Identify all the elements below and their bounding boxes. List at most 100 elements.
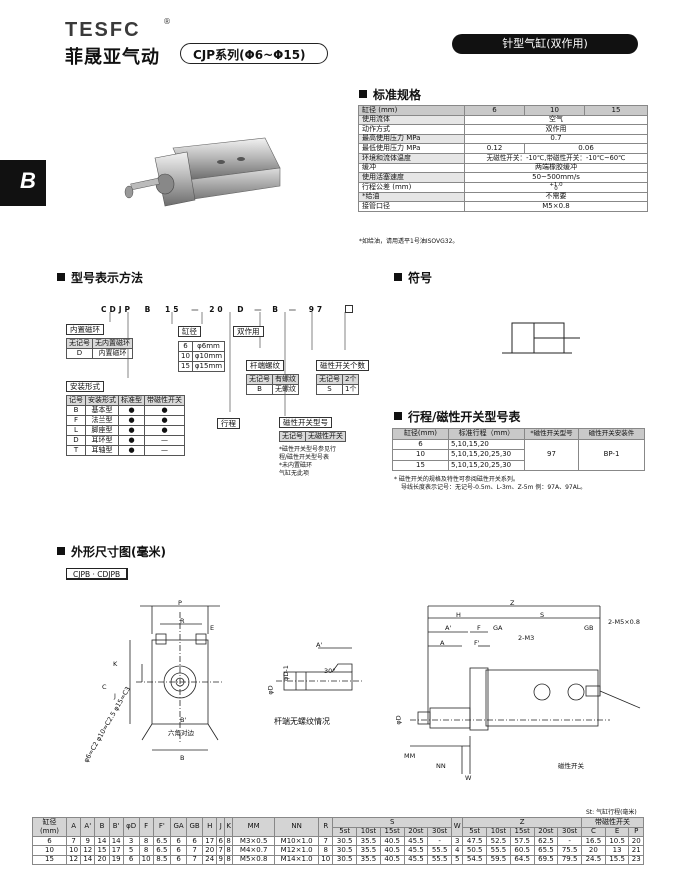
dimension-cell: 30.5: [332, 835, 358, 847]
spec-header-6: 6: [464, 105, 525, 116]
series-label: CJP系列(Φ6~Φ15): [180, 43, 328, 64]
rod-label-d1: φD-1: [281, 665, 290, 681]
side-view-drawing: [410, 605, 641, 774]
dimension-cell: 24: [202, 854, 218, 866]
dimension-cell: 21: [628, 845, 644, 856]
dimension-cell: 60.5: [509, 845, 535, 856]
dimension-cell: 20: [628, 835, 644, 847]
spec-key: 动作方式: [358, 124, 465, 135]
spec-key: 最高使用压力 MPa: [358, 133, 465, 145]
spec-header-bore: 缸径 (mm): [358, 105, 465, 116]
symbol-heading: 符号: [394, 269, 432, 286]
dimension-cell: M5×0.8: [232, 854, 276, 866]
dim-label-c: C: [102, 683, 107, 691]
dimension-cell: 20: [202, 845, 218, 856]
dimension-cell: 7: [186, 845, 204, 856]
dimension-cell: 6: [170, 845, 188, 856]
spec-key: 使用流体: [358, 114, 465, 126]
dimension-cell: 24.5: [581, 854, 606, 866]
dimension-cell: 14: [80, 854, 96, 866]
dimension-cell: 15: [32, 854, 67, 866]
stroke-heading: 行程/磁性开关型号表: [394, 408, 520, 425]
dimension-cell: -: [557, 835, 583, 847]
side-label-f-prime: F': [474, 639, 480, 647]
spec-value: 空气: [464, 114, 648, 126]
spec-heading: 标准规格: [359, 86, 421, 103]
spec-key: 环境和流体温度: [358, 152, 465, 164]
dimension-cell: M3×0.5: [232, 835, 276, 847]
dimension-cell: 52.5: [486, 835, 511, 847]
dimension-cell: 8: [318, 845, 334, 856]
model-code: CDJP B 15 — 20 D — B — 97: [101, 305, 353, 314]
side-label-gb: GB: [584, 624, 594, 632]
switch-model-table: 无记号无磁性开关: [279, 431, 346, 442]
rod-caption: 杆端无螺纹情况: [274, 717, 330, 726]
dimension-cell: 75.5: [557, 845, 583, 856]
dimension-cell: 15: [94, 845, 110, 856]
dimension-cell: 55.5: [427, 854, 453, 866]
dimension-cell: 12: [80, 845, 96, 856]
dimension-cell: 17: [108, 845, 124, 856]
dimension-cell: 69.5: [533, 854, 559, 866]
stroke-label: 行程: [217, 418, 240, 429]
dimension-cell: 55.5: [427, 845, 453, 856]
dimension-cell: 8: [224, 854, 234, 866]
spec-key: 缓冲: [358, 162, 465, 174]
side-label-2m3: 2-M3: [518, 634, 535, 642]
dimension-cell: 65.5: [533, 845, 559, 856]
dimension-cell: 10: [138, 854, 154, 866]
spec-value: M5×0.8: [464, 201, 648, 212]
dimension-cell: 40.5: [379, 845, 405, 856]
switch-model-notes: *磁性开关型号参见行程/磁性开关型号表*未内置磁环气缸无此项: [279, 446, 337, 477]
dimension-cell: 6: [216, 835, 226, 847]
dim-label-b-prime: B': [180, 716, 187, 724]
product-title: 针型气缸(双作用): [452, 34, 638, 54]
dimension-cell: 20: [94, 854, 110, 866]
dimension-cell: 10: [32, 845, 67, 856]
dimension-cell: 20: [581, 845, 606, 856]
spec-footnote: *如给油，请用透平1号油ISOVG32。: [359, 238, 459, 245]
dimension-cell: 30.5: [332, 854, 358, 866]
dimension-cell: 10: [318, 854, 334, 866]
spec-value: 无磁性开关：-10℃,带磁性开关：-10℃~60℃: [464, 152, 648, 164]
side-label-a-prime: A': [445, 624, 452, 632]
dimension-cell: 8: [224, 835, 234, 847]
dimension-cell: 9: [80, 835, 96, 847]
dimension-cell: 12: [65, 854, 82, 866]
dimension-cell: M10×1.0: [274, 835, 320, 847]
side-label-h: H: [456, 611, 461, 619]
spec-header-10: 10: [524, 105, 585, 116]
spec-key: 使用活塞速度: [358, 172, 465, 183]
brand-chinese-name: 菲晟亚气动: [65, 47, 160, 68]
brand-logo-text: TESFC: [65, 19, 141, 41]
registered-mark: ®: [163, 17, 171, 26]
dimension-cell: 16.5: [581, 835, 606, 847]
spec-value: 两端橡胶缓冲: [464, 162, 648, 174]
model-heading: 型号表示方法: [57, 269, 143, 286]
dimension-cell: 8: [138, 835, 154, 847]
end-view-drawing: [129, 605, 222, 751]
dimension-cell: 40.5: [379, 835, 405, 847]
dimension-cell: 35.5: [356, 845, 381, 856]
dimension-cell: 23: [628, 854, 644, 866]
dimension-cell: 10.5: [604, 835, 630, 847]
dimension-cell: 17: [202, 835, 218, 847]
stroke-notes: * 磁性开关的规格及特性可参阅磁性开关系列。导线长度表示记号：无记号-0.5m、…: [394, 476, 587, 491]
dim-label-r: R: [180, 617, 185, 625]
dimension-cell: 15.5: [604, 854, 630, 866]
side-label-switch: 磁性开关: [558, 762, 584, 770]
dimension-cell: 6: [32, 835, 67, 847]
dimension-cell: 35.5: [356, 854, 381, 866]
dimension-cell: M12×1.0: [274, 845, 320, 856]
spec-value: 双作用: [464, 124, 648, 135]
dimension-cell: 30.5: [332, 845, 358, 856]
mounting-label: 安装形式: [66, 381, 104, 392]
spec-value: 0.06: [524, 143, 648, 154]
